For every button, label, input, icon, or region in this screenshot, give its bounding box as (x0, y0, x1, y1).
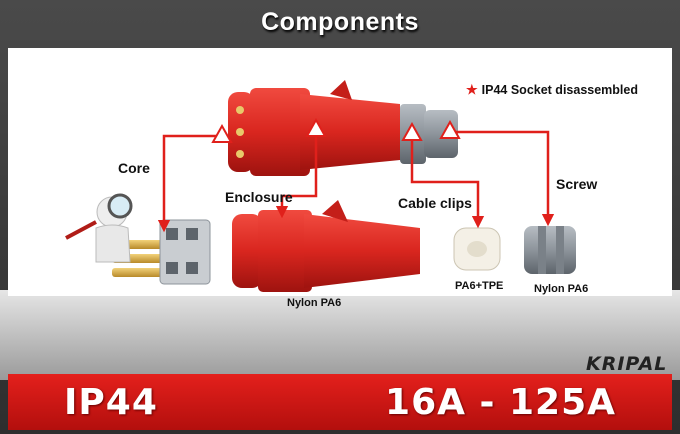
disassembled-note: ★IP44 Socket disassembled (466, 82, 638, 98)
core-arrow (157, 134, 222, 233)
clip-material: PA6+TPE (455, 280, 504, 292)
cable-clip-illustration (453, 227, 501, 271)
enclosure-arrow (275, 132, 318, 219)
enclosure-illustration (232, 200, 420, 292)
screw-label: Screw (556, 176, 598, 192)
star-icon: ★ (466, 82, 478, 97)
screw-illustration (524, 226, 576, 274)
core-label: Core (118, 160, 150, 176)
lower-gray-band (0, 290, 680, 380)
core-illustration (112, 219, 211, 285)
page-title: Components (261, 7, 419, 36)
enclosure-material: Nylon PA6 (287, 297, 342, 309)
screw-material: Nylon PA6 (534, 283, 589, 295)
rating-text: IP44 (64, 381, 158, 423)
enclosure-label: Enclosure (225, 189, 293, 205)
note-text: IP44 Socket disassembled (481, 83, 638, 97)
cable-clips-label: Cable clips (398, 195, 472, 211)
callout-markers (211, 117, 461, 143)
screw-arrow (450, 130, 555, 227)
brand-logo: KRIPAL (586, 353, 668, 375)
footer-bar: IP44 16A - 125A (8, 374, 672, 430)
current-range-text: 16A - 125A (385, 381, 616, 423)
assembled-plug (228, 80, 458, 176)
cable-clips-arrow (410, 134, 485, 229)
callout-arrows (157, 130, 555, 233)
inspector-figure (65, 193, 133, 263)
